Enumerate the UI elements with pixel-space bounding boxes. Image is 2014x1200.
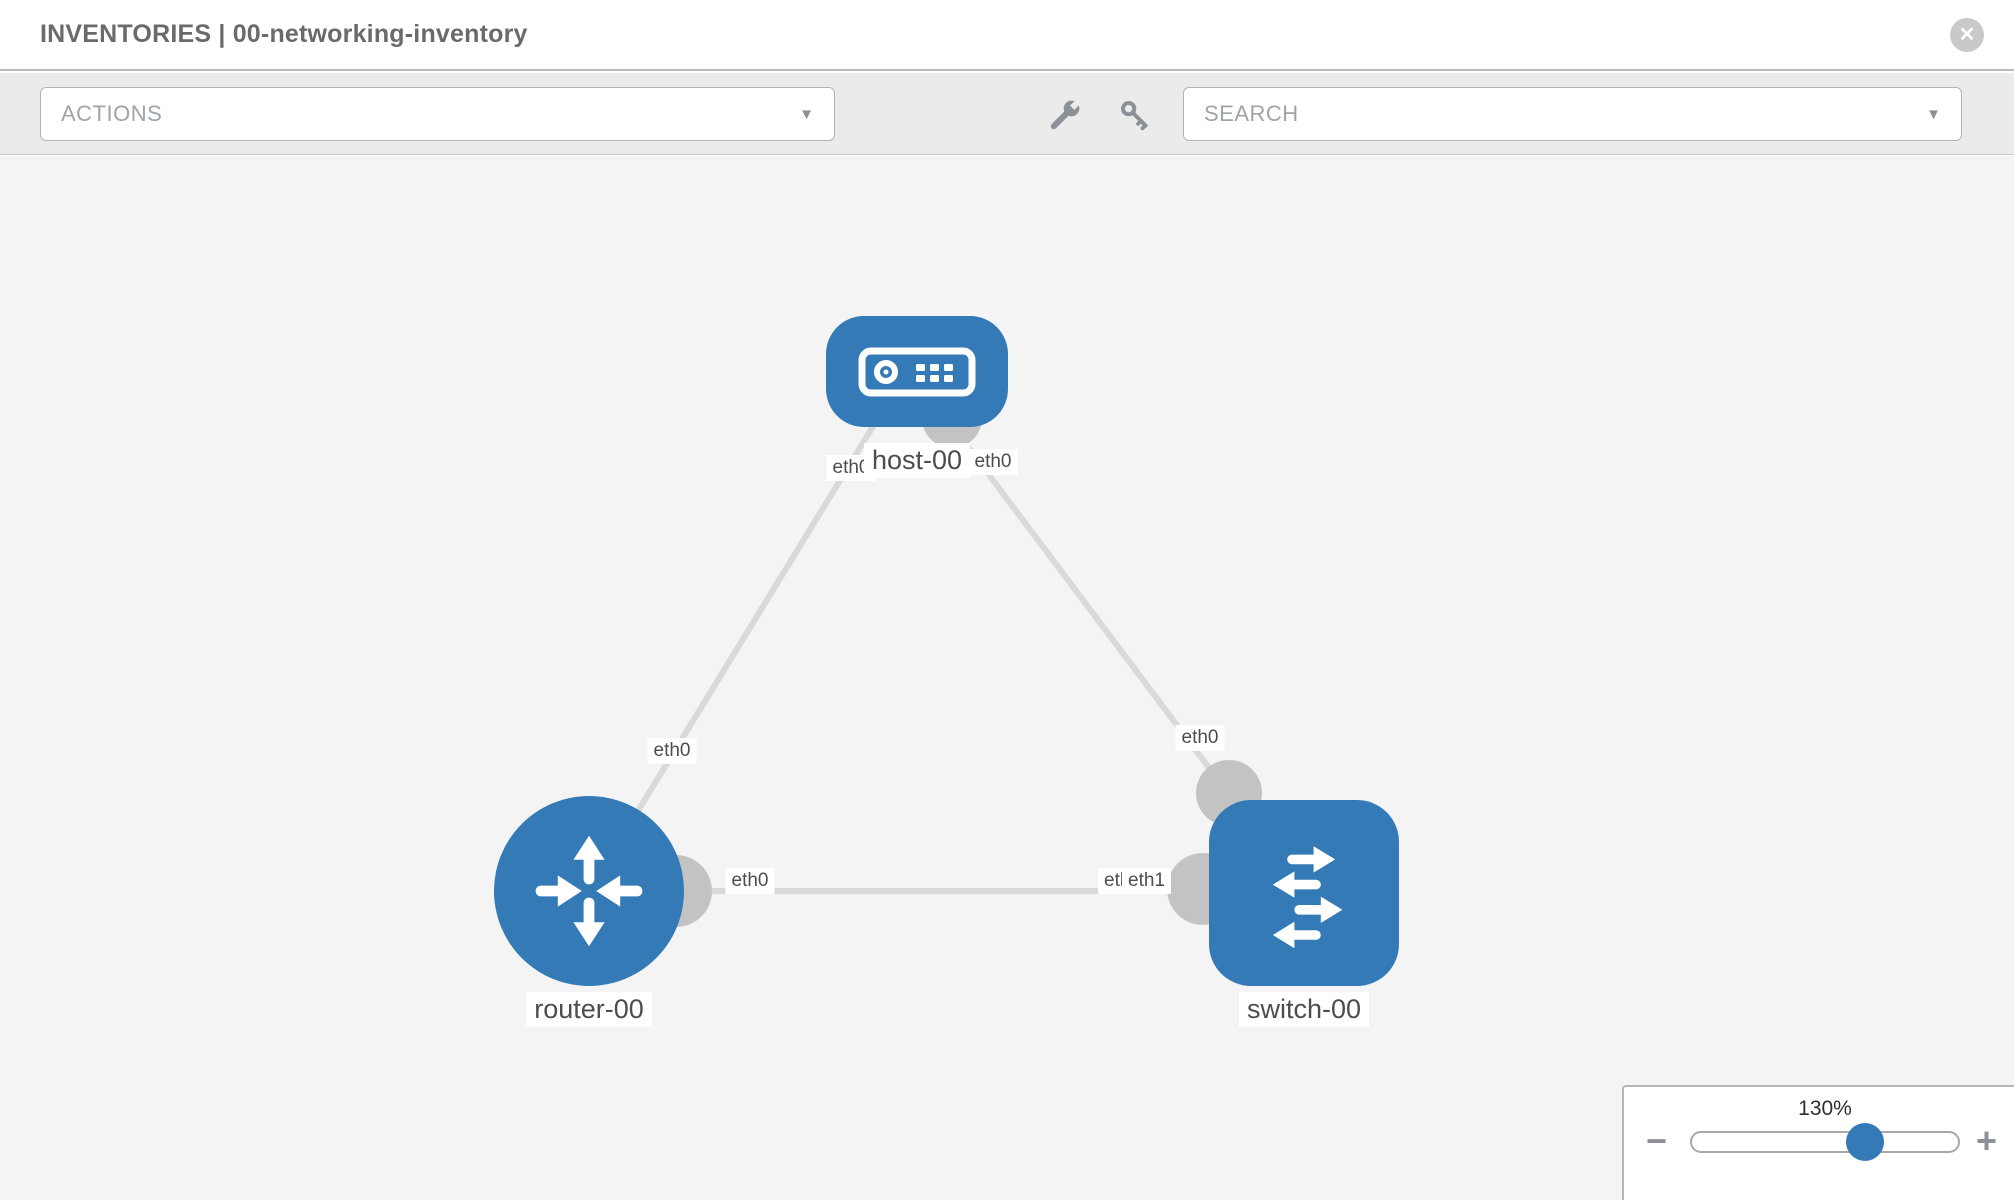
node-label-switch-00: switch-00 (1238, 992, 1370, 1027)
header: INVENTORIES | 00-networking-inventory ✕ (0, 0, 2014, 71)
node-label-router-00: router-00 (526, 992, 652, 1027)
iface-label-router-eth0-top: eth0 (647, 738, 697, 764)
node-host-00[interactable] (826, 316, 1008, 427)
zoom-slider-knob[interactable] (1846, 1123, 1884, 1161)
node-label-host-00: host-00 (863, 443, 971, 478)
node-switch-00[interactable] (1209, 800, 1399, 986)
iface-label-switch-eth0-top: eth0 (1175, 725, 1225, 751)
iface-label-router-eth0-mid: eth0 (725, 868, 775, 894)
actions-dropdown-label: ACTIONS (61, 101, 163, 126)
zoom-slider-track[interactable] (1690, 1123, 1960, 1161)
zoom-level-value: 130% (1798, 1097, 1852, 1120)
search-dropdown[interactable]: SEARCH ▼ (1183, 87, 1962, 141)
zoom-out-button[interactable]: − (1646, 1120, 1668, 1161)
node-router-00[interactable] (494, 796, 684, 986)
router-arrows-icon (535, 835, 643, 947)
iface-label-switch-eth1: eth1 (1122, 868, 1171, 894)
actions-dropdown[interactable]: ACTIONS ▼ (40, 87, 835, 141)
chevron-down-icon: ▼ (799, 105, 814, 123)
toolbar: ACTIONS ▼ SEARCH ▼ (0, 73, 2014, 155)
switch-arrows-icon (1272, 846, 1343, 949)
wrench-icon[interactable] (1048, 98, 1082, 132)
page-title: INVENTORIES | 00-networking-inventory (40, 20, 528, 48)
iface-label-host-eth0-right: eth0 (968, 449, 1018, 475)
key-icon[interactable] (1118, 98, 1152, 132)
server-icon (858, 347, 976, 396)
chevron-down-icon: ▼ (1926, 105, 1941, 123)
zoom-control-panel: 130% − + (1622, 1085, 2014, 1200)
topology-canvas[interactable]: host-00 router-00 switch-00 eth0 eth0 et… (0, 156, 2014, 1200)
links-layer (586, 388, 1306, 927)
zoom-in-button[interactable]: + (1976, 1120, 1998, 1161)
search-dropdown-label: SEARCH (1204, 101, 1299, 126)
close-icon[interactable]: ✕ (1950, 17, 1984, 52)
